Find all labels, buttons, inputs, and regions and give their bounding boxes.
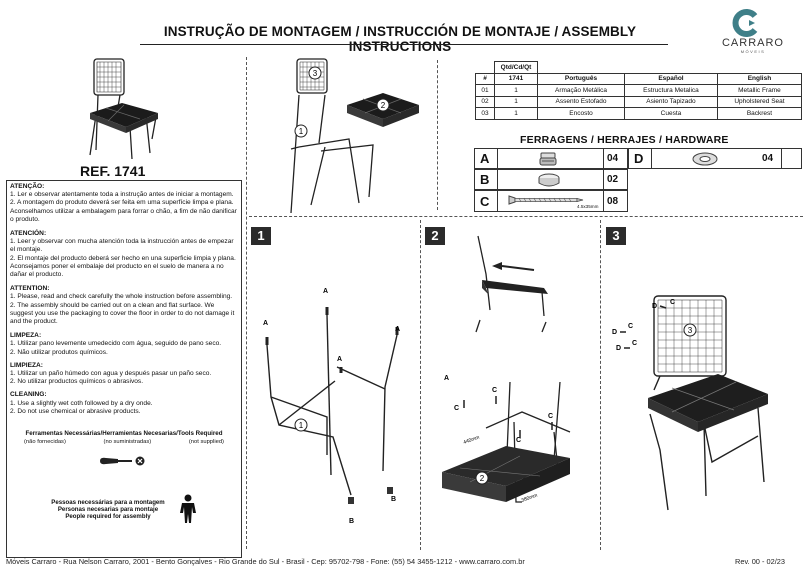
callout-1: 1 bbox=[299, 127, 304, 136]
cap-b-icon bbox=[538, 173, 560, 187]
step3-label-c1: C bbox=[670, 299, 675, 306]
clean-pt-title: LIMPEZA: bbox=[10, 332, 42, 340]
parts-table: Qtd/Cd/Qt # 1741 Português Español Engli… bbox=[475, 61, 803, 120]
step-1-illustration: 1 A A A A B B bbox=[263, 288, 400, 525]
step-3-badge: 3 bbox=[606, 227, 626, 245]
notes-es-title: ATENCIÓN: bbox=[10, 230, 47, 238]
exploded-view-illustration: 3 1 2 bbox=[290, 58, 419, 214]
tools-not-supplied: (não fornecidas) (no suministradas) (not… bbox=[10, 438, 238, 446]
tools-es: (no suministradas) bbox=[103, 439, 152, 446]
divider-top bbox=[437, 60, 438, 210]
step1-callout-1: 1 bbox=[299, 421, 304, 430]
tools-pt: (não fornecidas) bbox=[24, 439, 66, 446]
step3-label-d3: D bbox=[616, 345, 621, 352]
tools-title: Ferramentas Necessárias/Herramientas Nec… bbox=[25, 430, 223, 438]
tools-illustration bbox=[10, 454, 238, 470]
divider-step-2-3 bbox=[600, 220, 601, 550]
screw-size: 4.5x35mm bbox=[577, 204, 599, 209]
glide-a-icon bbox=[539, 152, 557, 166]
step3-label-c2: C bbox=[628, 323, 633, 330]
step1-label-b2: B bbox=[391, 496, 396, 503]
clean-en-title: CLEANING: bbox=[10, 391, 47, 399]
tools-en: (not supplied) bbox=[188, 439, 224, 446]
person-icon bbox=[179, 494, 196, 524]
title-divider bbox=[140, 44, 668, 45]
clean-es-2: 2. No utilizar productos químicos o abra… bbox=[10, 378, 144, 386]
step3-label-c3: C bbox=[632, 340, 637, 347]
notes-en-2: 2. The assembly should be carried out on… bbox=[10, 301, 235, 326]
clean-en-1: 1. Use a slightly wet coth followed by a… bbox=[10, 399, 153, 407]
footer-address: Móveis Carraro - Rua Nelson Carraro, 200… bbox=[6, 557, 525, 566]
clean-es-1: 1. Utilizar un paño húmedo con agua y de… bbox=[10, 370, 212, 378]
notes-es-1: 1. Leer y observar con mucha atención to… bbox=[10, 238, 234, 254]
clean-es-title: LIMPIEZA: bbox=[10, 361, 43, 369]
reference-chair-illustration bbox=[89, 58, 158, 160]
step-2-illustration: 2 440mm 380mm A C C C C bbox=[442, 235, 571, 504]
notes-pt-2: 2. A montagem do produto deverá ser feit… bbox=[10, 199, 237, 223]
notes-pt-1: 1. Ler e observar atentamente toda a ins… bbox=[10, 191, 234, 199]
step3-label-d2: D bbox=[612, 329, 617, 336]
page-title: INSTRUÇÃO DE MONTAGEM / INSTRUCCIÓN DE M… bbox=[163, 24, 637, 54]
screwdriver-icon bbox=[100, 456, 145, 466]
hardware-title: FERRAGENS / HERRAJES / HARDWARE bbox=[520, 134, 729, 146]
step2-label-c2: C bbox=[492, 387, 497, 394]
dim-440: 440mm bbox=[463, 435, 481, 446]
parts-group-header: Qtd/Cd/Qt bbox=[494, 61, 538, 74]
notes-en-1: 1. Please, read and check carefully the … bbox=[10, 293, 233, 301]
hardware-item-d: D 04 bbox=[628, 148, 802, 169]
washer-d-icon bbox=[692, 152, 718, 166]
step1-label-a3: A bbox=[395, 326, 400, 333]
step1-label-a2: A bbox=[263, 320, 268, 327]
dim-380: 380mm bbox=[521, 493, 539, 504]
product-reference: REF. 1741 bbox=[80, 163, 146, 179]
people-required: Pessoas necessárias para a montagem Pers… bbox=[10, 494, 238, 524]
brand-subtitle: MÓVEIS bbox=[740, 49, 766, 54]
step2-label-c4: C bbox=[548, 413, 553, 420]
people-es: Personas necesarias para montaje bbox=[57, 505, 159, 513]
brand-logo bbox=[732, 9, 759, 37]
clean-pt-1: 1. Utilizar pano levemente umedecido com… bbox=[10, 340, 222, 348]
step-2-badge: 2 bbox=[425, 227, 445, 245]
hardware-item-b: B 02 bbox=[474, 169, 628, 190]
step2-label-a: A bbox=[444, 375, 449, 382]
clean-en-2: 2. Do not use chemical or abrasive produ… bbox=[10, 407, 141, 415]
brand-name: CARRARO bbox=[721, 37, 784, 49]
step2-label-c1: C bbox=[454, 405, 459, 412]
step1-label-a1: A bbox=[323, 288, 328, 295]
divider-step-1-2 bbox=[420, 220, 421, 550]
step1-label-a4: A bbox=[337, 356, 342, 363]
divider-mid bbox=[249, 216, 803, 217]
notes-es-2: 2. El montaje del producto deberá ser he… bbox=[10, 254, 236, 279]
step-1-badge: 1 bbox=[251, 227, 271, 245]
step-3-illustration: 3 D C D C D C bbox=[612, 295, 768, 511]
step2-callout-2: 2 bbox=[480, 474, 485, 483]
step1-label-b1: B bbox=[349, 518, 354, 525]
step3-callout-3: 3 bbox=[688, 326, 693, 335]
logo-c-icon bbox=[732, 9, 758, 37]
people-pt: Pessoas necessárias para a montagem bbox=[51, 498, 165, 506]
callout-3: 3 bbox=[313, 69, 318, 78]
instructions-box: ATENÇÃO: 1. Ler e observar atentamente t… bbox=[6, 180, 242, 558]
footer-revision: Rev. 00 - 02/23 bbox=[735, 557, 785, 566]
screw-c-icon bbox=[508, 195, 584, 205]
people-en: People required for assembly bbox=[65, 513, 151, 521]
divider-left bbox=[246, 57, 247, 549]
callout-3-circle bbox=[308, 66, 322, 80]
step3-label-d1: D bbox=[652, 303, 657, 310]
parts-header-row: # 1741 Português Español English bbox=[475, 72, 803, 85]
step2-label-c3: C bbox=[516, 437, 521, 444]
hardware-item-c: C 4.5x35mm 08 bbox=[474, 190, 628, 212]
callout-2: 2 bbox=[381, 101, 386, 110]
hardware-item-a: A 04 bbox=[474, 148, 628, 169]
clean-pt-2: 2. Não utilizar produtos químicos. bbox=[10, 348, 108, 356]
notes-en-title: ATTENTION: bbox=[10, 285, 50, 293]
notes-pt-title: ATENÇÃO: bbox=[10, 183, 45, 190]
